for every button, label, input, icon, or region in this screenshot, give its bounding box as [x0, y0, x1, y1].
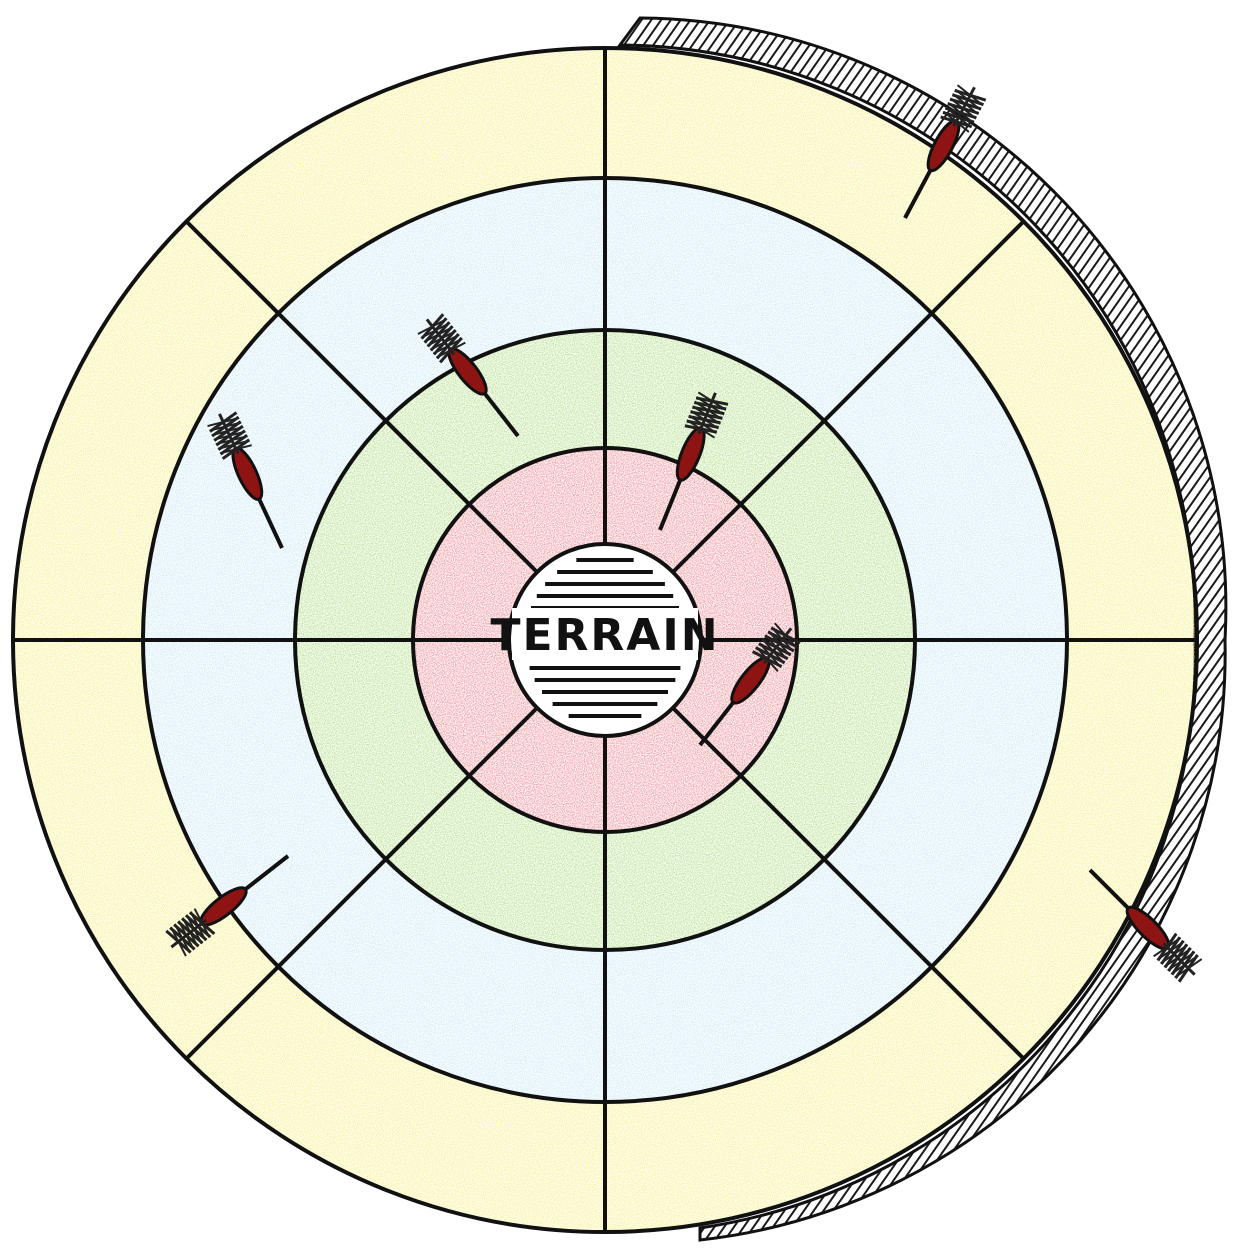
center-label: TERRAIN: [490, 610, 719, 661]
